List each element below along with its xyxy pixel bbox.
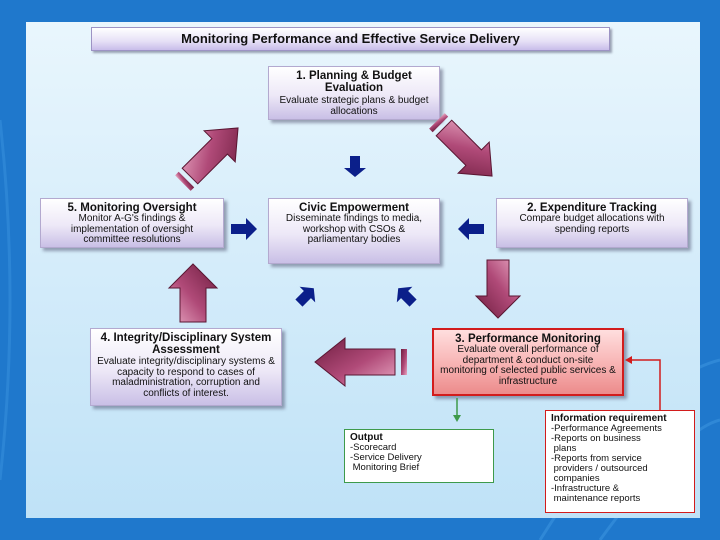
box-civic-empowerment: Civic Empowerment Disseminate findings t… [268,198,440,264]
box-monitoring-oversight: 5. Monitoring Oversight Monitor A-G's fi… [40,198,224,248]
box-title: 5. Monitoring Oversight [67,202,197,214]
arrow-expenditure-to-civic [458,218,484,240]
output-line: -Service Delivery [350,452,422,463]
box-title: Civic Empowerment [299,202,409,214]
arrow-to-output [453,398,461,422]
box-description: Evaluate integrity/disciplinary systems … [97,356,275,399]
arrow-info-to-performance [625,356,661,410]
box-title: 1. Planning & Budget Evaluation [296,70,412,94]
arrow-planning-to-expenditure [429,113,493,177]
box-performance-monitoring: 3. Performance Monitoring Evaluate overa… [432,328,624,396]
info-line: providers / outsourced [551,463,648,474]
box-title: 4. Integrity/Disciplinary System Assessm… [100,332,272,356]
box-planning-budget-evaluation: 1. Planning & Budget Evaluation Evaluate… [268,66,440,120]
box-description: Evaluate overall performance of departme… [440,344,616,387]
arrow-integrity-to-civic [295,286,316,307]
information-requirement-box: Information requirement -Performance Agr… [545,410,695,513]
output-title: Output [350,432,383,443]
box-expenditure-tracking: 2. Expenditure Tracking Compare budget a… [496,198,688,248]
info-line: -Performance Agreements [551,423,662,434]
box-description: Evaluate strategic plans & budget alloca… [279,95,429,117]
box-title: 2. Expenditure Tracking [527,202,657,214]
arrow-integrity-to-oversight [167,263,219,323]
arrow-performance-to-civic [396,286,417,307]
diagram-title: Monitoring Performance and Effective Ser… [91,27,610,51]
info-line: plans [551,443,577,454]
info-line: maintenance reports [551,493,641,504]
box-description: Monitor A-G's findings & implementation … [70,213,194,245]
output-box: Output -Scorecard -Service Delivery Moni… [344,429,494,483]
output-line: Monitoring Brief [350,462,420,473]
info-line: -Reports from service [551,453,642,464]
info-line: -Infrastructure & [551,483,620,494]
arrow-planning-to-civic [344,156,366,177]
box-description: Disseminate findings to media, workshop … [285,213,423,245]
arrow-oversight-to-civic [231,218,257,240]
box-description: Compare budget allocations with spending… [519,213,665,235]
info-line: -Reports on business [551,433,641,444]
info-line: companies [551,473,600,484]
info-title: Information requirement [551,413,667,424]
arrow-oversight-to-planning [175,127,239,191]
output-line: -Scorecard [350,442,397,453]
box-integrity-disciplinary: 4. Integrity/Disciplinary System Assessm… [90,328,282,406]
box-title: 3. Performance Monitoring [455,333,601,345]
arrow-performance-to-integrity [314,336,407,388]
arrow-expenditure-to-performance [474,259,522,319]
